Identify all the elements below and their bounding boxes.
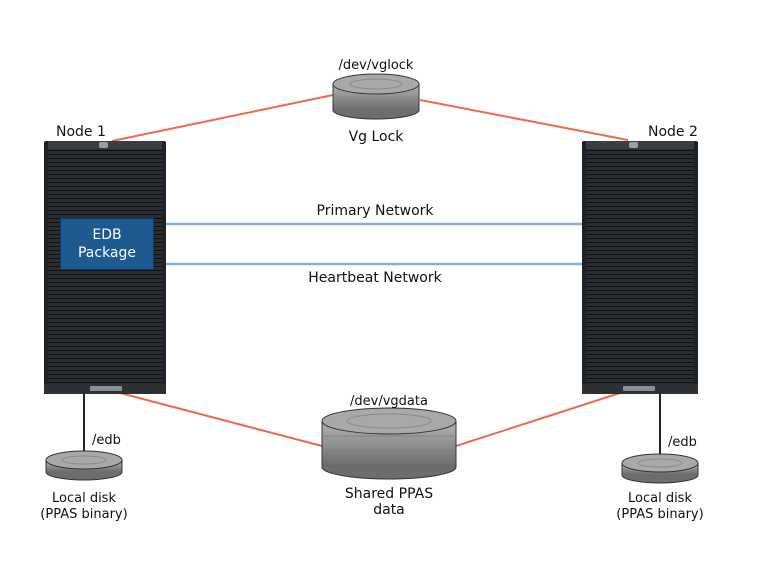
localdisk2-label: Local disk (PPAS binary)	[616, 491, 704, 522]
node1-vgdata-link	[119, 392, 323, 447]
edb-package-label: EDB Package	[77, 227, 137, 261]
node1-label: Node 1	[56, 124, 106, 140]
localdisk1-label: Local disk (PPAS binary)	[40, 491, 128, 522]
heartbeat-network-label: Heartbeat Network	[308, 270, 442, 286]
localdisk2-icon	[621, 453, 699, 484]
vglock-label: Vg Lock	[348, 129, 404, 145]
localdisk1-icon	[45, 450, 123, 481]
shared-data-label: Shared PPAS data	[344, 486, 434, 518]
localdisk2-mount-label: /edb	[668, 435, 697, 450]
localdisk1-mount-label: /edb	[92, 433, 121, 448]
vglock-disk-icon	[332, 73, 420, 120]
vgdata-disk-icon	[321, 407, 457, 480]
vgdata-device-label: /dev/vgdata	[350, 394, 428, 409]
edb-package-box: EDB Package	[60, 218, 154, 270]
node1-vglock-link	[111, 94, 334, 142]
vgdata-node2-link	[455, 392, 621, 447]
node1-logo-icon	[99, 142, 108, 148]
node2-label: Node 2	[648, 124, 698, 140]
vglock-node2-link	[419, 99, 629, 141]
vglock-device-label: /dev/vglock	[338, 58, 414, 73]
node2-logo-icon	[629, 142, 638, 148]
primary-network-label: Primary Network	[316, 203, 434, 219]
node2-nameplate-icon	[623, 386, 655, 391]
node2-server	[582, 141, 698, 394]
node1-nameplate-icon	[90, 386, 122, 391]
